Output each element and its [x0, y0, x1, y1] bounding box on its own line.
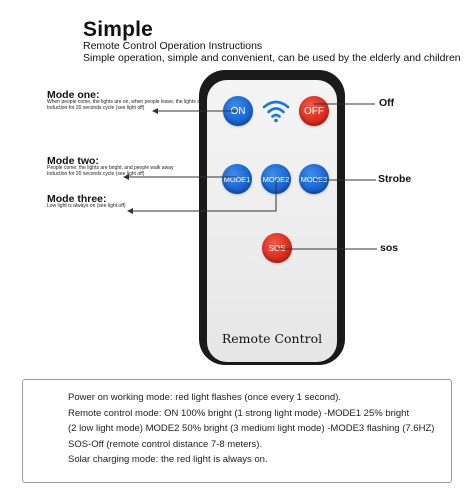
- sos-button[interactable]: SOS: [262, 233, 292, 263]
- wifi-signal-icon: [262, 100, 290, 123]
- remote-control-face: [207, 80, 337, 362]
- mode-two-desc-1: People come, the lights are bright, and …: [47, 165, 174, 171]
- off-button-label: OFF: [304, 105, 324, 117]
- off-button[interactable]: OFF: [299, 96, 329, 126]
- remote-label: Remote Control: [221, 331, 323, 346]
- mode1-button-label: MODE1: [223, 174, 251, 184]
- sos-label: sos: [380, 242, 399, 254]
- mode1-button[interactable]: MODE1: [222, 164, 252, 194]
- mode-one-desc-2: Induction for 20 seconds cycle (see ligh…: [47, 105, 145, 111]
- info-line: Remote control mode: ON 100% bright (1 s…: [68, 407, 410, 419]
- mode3-button-label: MODE3: [300, 174, 328, 184]
- mode2-button[interactable]: MODE2: [261, 164, 291, 194]
- mode-one-title: Mode one:: [47, 89, 100, 101]
- info-line: Solar charging mode: the red light is al…: [68, 454, 268, 465]
- strobe-label: Strobe: [378, 173, 412, 185]
- info-line: SOS-Off (remote control distance 7-8 met…: [68, 438, 263, 450]
- mode-two-title: Mode two:: [47, 155, 99, 167]
- on-button[interactable]: ON: [223, 96, 253, 126]
- info-box: Power on working mode: red light flashes…: [22, 379, 452, 483]
- info-line: Power on working mode: red light flashes…: [68, 392, 341, 403]
- page-subtitle: Remote Control Operation Instructions: [83, 40, 263, 52]
- mode3-button[interactable]: MODE3: [299, 164, 329, 194]
- on-button-label: ON: [230, 105, 246, 117]
- mode2-button-label: MODE2: [262, 174, 290, 184]
- page-title: Simple: [83, 18, 154, 41]
- mode-two-desc-2: Induction for 20 seconds cycle (see ligh…: [47, 171, 145, 177]
- off-label: Off: [379, 97, 395, 109]
- mode-three-title: Mode three:: [47, 193, 107, 205]
- mode-three-desc-1: Low light is always on (see light off): [47, 203, 126, 209]
- info-line: (2 low light mode) MODE2 50% bright (3 m…: [68, 423, 435, 434]
- sos-button-label: SOS: [268, 243, 286, 253]
- page-description: Simple operation, simple and convenient,…: [83, 52, 461, 64]
- mode-one-desc-1: When people come, the lights are on, whe…: [47, 99, 212, 105]
